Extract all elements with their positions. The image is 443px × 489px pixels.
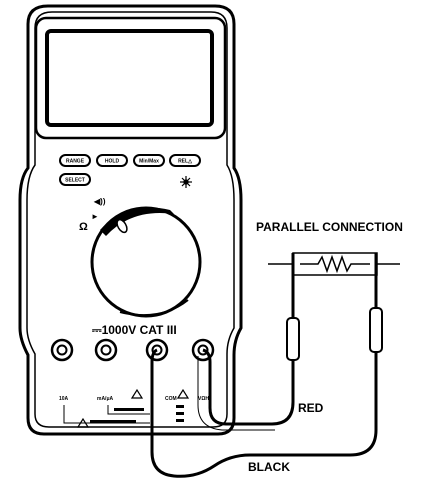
ma-ua-label: mA/μA	[97, 396, 114, 402]
hold-button-label: HOLD	[105, 159, 120, 165]
voltage-rating: ⎓1000V CAT III	[92, 323, 177, 337]
black-label: BLACK	[248, 460, 290, 474]
lcd-display	[34, 16, 227, 140]
parallel-connection-label: PARALLEL CONNECTION	[256, 220, 403, 234]
ohm-symbol: Ω	[79, 221, 88, 233]
rel-button[interactable]: REL△	[169, 154, 201, 167]
red-probe: RED	[197, 253, 324, 431]
hold-button[interactable]: HOLD	[96, 154, 128, 167]
jack-labels: 10A mA/μA COM VΩHz	[59, 388, 212, 428]
backlight-icon[interactable]	[180, 176, 192, 188]
jack-10a[interactable]	[50, 338, 74, 362]
parallel-circuit: PARALLEL CONNECTION	[256, 220, 403, 276]
v-ohm-label: VΩHz	[198, 396, 212, 402]
rotary-dial[interactable]	[90, 206, 202, 318]
red-label: RED	[298, 401, 324, 415]
dial-pointer	[116, 218, 128, 234]
range-button[interactable]: RANGE	[59, 154, 91, 167]
diode-symbol: ►	[91, 212, 99, 221]
select-button[interactable]: SELECT	[59, 173, 91, 186]
range-button-label: RANGE	[66, 159, 85, 165]
jack-ma-ua[interactable]	[94, 338, 118, 362]
select-button-label: SELECT	[65, 178, 85, 184]
black-probe: BLACK	[150, 253, 383, 478]
warning-icon	[130, 388, 144, 399]
minmax-button-label: Min/Max	[139, 159, 159, 165]
ten-a-label: 10A	[59, 396, 69, 402]
beep-icon: ◀))	[93, 197, 106, 206]
rel-button-label: REL△	[178, 159, 192, 165]
warning-icon	[176, 388, 190, 399]
com-label: COM	[165, 396, 177, 402]
resistor-symbol	[300, 254, 370, 274]
minmax-button[interactable]: Min/Max	[133, 154, 165, 167]
